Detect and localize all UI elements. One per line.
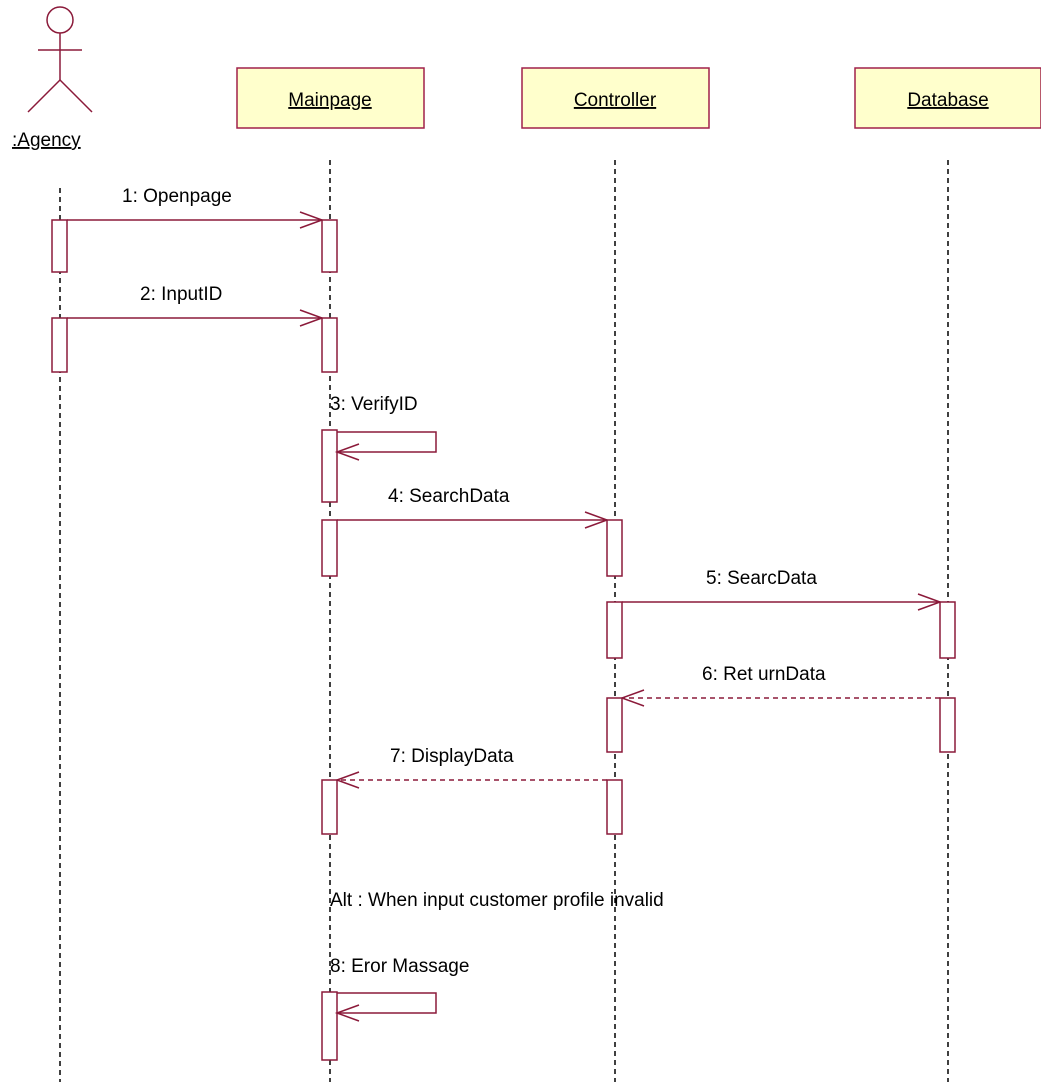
activation-bar: [606, 601, 623, 659]
activation-bar: [51, 317, 68, 373]
activation-bar: [939, 601, 956, 659]
message-2: 2: InputID: [67, 284, 325, 327]
object-box: [236, 67, 425, 129]
message-label: 1: Openpage: [122, 186, 232, 207]
object-box: [521, 67, 710, 129]
arrowhead-icon: [584, 511, 610, 529]
object-label: Database: [907, 90, 988, 111]
message-5: 5: SearcData: [622, 568, 943, 611]
message-label: 8: Eror Massage: [330, 956, 469, 977]
activation-bar: [321, 219, 338, 273]
arrowhead-icon: [299, 211, 325, 229]
message-label: 7: DisplayData: [390, 746, 514, 767]
message-8: 8: Eror Massage: [330, 956, 469, 1022]
activation-bar: [321, 317, 338, 373]
message-4: 4: SearchData: [337, 486, 610, 529]
activation-bar: [606, 779, 623, 835]
activation-bar: [321, 519, 338, 577]
alt-fragment-label: Alt : When input customer profile invali…: [330, 890, 664, 911]
activation-bar: [606, 697, 623, 753]
actor-agency: :Agency: [12, 6, 93, 151]
activation-bar: [939, 697, 956, 753]
message-7: 7: DisplayData: [334, 746, 607, 789]
object-database: Database: [854, 67, 1041, 129]
message-3: 3: VerifyID: [330, 394, 437, 461]
arrowhead-icon: [334, 771, 360, 789]
arrowhead-icon: [334, 1004, 360, 1022]
object-label: Mainpage: [288, 90, 371, 111]
message-label: 5: SearcData: [706, 568, 817, 589]
self-message-arrow: [337, 992, 437, 1014]
actor-label: :Agency: [12, 130, 81, 151]
activation-bar: [321, 429, 338, 503]
arrowhead-icon: [299, 309, 325, 327]
message-6: 6: Ret urnData: [619, 664, 940, 707]
message-label: 2: InputID: [140, 284, 222, 305]
message-label: 4: SearchData: [388, 486, 510, 507]
arrowhead-icon: [334, 443, 360, 461]
message-label: 6: Ret urnData: [702, 664, 826, 685]
arrowhead-icon: [917, 593, 943, 611]
activation-bar: [606, 519, 623, 577]
activation-bar: [321, 779, 338, 835]
arrowhead-icon: [619, 689, 645, 707]
self-message-arrow: [337, 431, 437, 453]
object-box: [854, 67, 1041, 129]
object-mainpage: Mainpage: [236, 67, 425, 129]
activation-bar: [51, 219, 68, 273]
stick-figure-actor-icon: [27, 6, 93, 113]
message-label: 3: VerifyID: [330, 394, 418, 415]
message-1: 1: Openpage: [67, 186, 325, 229]
activation-bar: [321, 991, 338, 1061]
activation-bars: [51, 219, 956, 1061]
object-controller: Controller: [521, 67, 710, 129]
object-label: Controller: [574, 90, 657, 111]
